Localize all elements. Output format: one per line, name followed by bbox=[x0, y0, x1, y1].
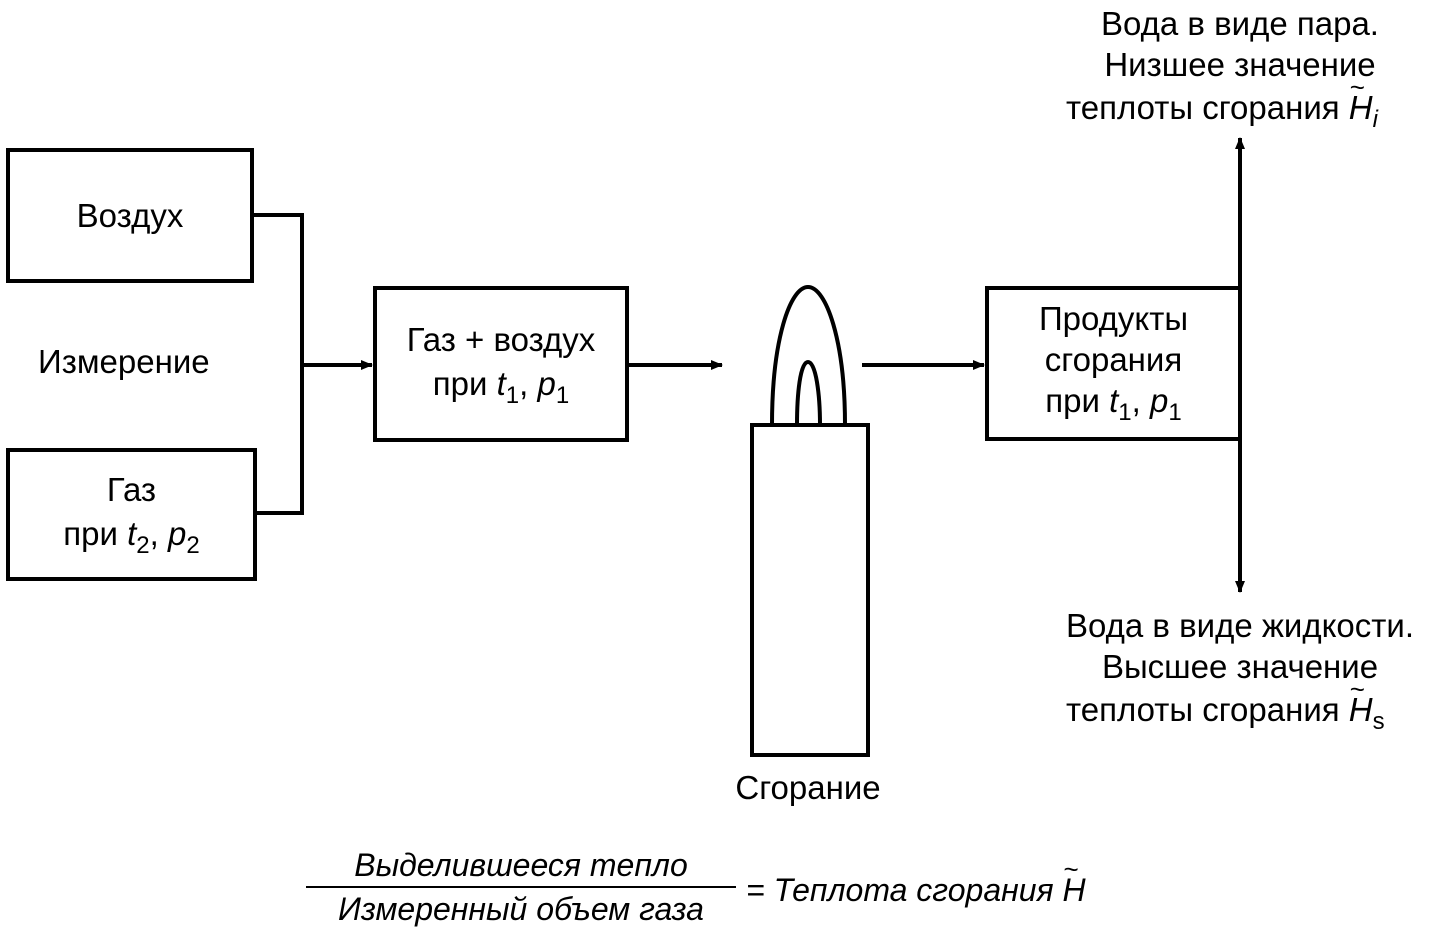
h-symbol: H bbox=[1348, 691, 1373, 728]
liquid-line3-text: теплоты сгорания bbox=[1066, 691, 1340, 728]
burner-body bbox=[750, 423, 870, 757]
comma: , bbox=[1131, 382, 1150, 419]
subscript: 1 bbox=[1168, 399, 1182, 426]
liquid-line2: Высшее значение bbox=[1101, 648, 1379, 685]
tilde-mark: ~ bbox=[1349, 674, 1365, 704]
tilde-mark: ~ bbox=[1063, 854, 1079, 884]
heating-value-symbol: ~H bbox=[1062, 856, 1086, 910]
lower-heating-value-symbol: ~H bbox=[1348, 74, 1373, 128]
formula-numerator: Выделившееся тепло bbox=[306, 846, 736, 888]
liquid-line1: Вода в виде жидкости. bbox=[1066, 607, 1414, 644]
subscript: 1 bbox=[505, 382, 520, 409]
flame-inner bbox=[795, 359, 822, 426]
liquid-line3: теплоты сгорания ~Hs bbox=[1066, 676, 1385, 735]
subscript: 1 bbox=[1118, 399, 1132, 426]
pressure-symbol: p bbox=[167, 515, 187, 552]
comma: , bbox=[519, 365, 538, 402]
tilde-mark: ~ bbox=[1349, 72, 1365, 102]
vapor-line2: Низшее значение bbox=[1104, 46, 1376, 83]
products-label-line1: Продукты bbox=[1038, 300, 1189, 337]
mixture-label: Газ + воздух bbox=[406, 321, 596, 358]
flame-outer bbox=[770, 284, 847, 426]
subscript: 2 bbox=[136, 532, 150, 559]
pressure-symbol: p bbox=[537, 365, 556, 402]
temperature-symbol: t bbox=[127, 515, 137, 552]
h-symbol: H bbox=[1348, 89, 1373, 126]
mix-cond-prefix: при bbox=[432, 365, 497, 402]
air-connector bbox=[252, 213, 304, 515]
measurement-label: Измерение bbox=[38, 343, 210, 380]
vapor-line3-text: теплоты сгорания bbox=[1066, 89, 1340, 126]
combustion-label: Сгорание bbox=[735, 769, 881, 806]
products-conditions: при t1, p1 bbox=[987, 381, 1240, 426]
formula-denominator: Измеренный объем газа bbox=[338, 891, 704, 927]
subscript: i bbox=[1372, 106, 1378, 133]
subscript: 1 bbox=[555, 382, 570, 409]
formula-result: = Теплота сгорания ~H bbox=[746, 856, 1086, 910]
vapor-line3: теплоты сгорания ~Hi bbox=[1066, 74, 1378, 133]
mixture-conditions: при t1, p1 bbox=[375, 364, 627, 409]
products-label-line2: сгорания bbox=[1044, 341, 1183, 378]
formula-fraction: Выделившееся тепло Измеренный объем газа bbox=[306, 846, 736, 928]
higher-heating-value-symbol: ~H bbox=[1348, 676, 1373, 730]
subscript: 2 bbox=[186, 532, 200, 559]
temperature-symbol: t bbox=[1109, 382, 1119, 419]
gas-conditions: при t2, p2 bbox=[8, 514, 255, 559]
subscript: s bbox=[1372, 708, 1385, 735]
air-label: Воздух bbox=[76, 197, 184, 234]
pressure-symbol: p bbox=[1149, 382, 1169, 419]
prod-cond-prefix: при bbox=[1045, 382, 1110, 419]
temperature-symbol: t bbox=[496, 365, 506, 402]
vapor-line1: Вода в виде пара. bbox=[1101, 5, 1379, 42]
comma: , bbox=[149, 515, 168, 552]
gas-label: Газ bbox=[106, 471, 157, 508]
gas-cond-prefix: при bbox=[63, 515, 128, 552]
h-symbol: H bbox=[1062, 872, 1086, 908]
formula-result-text: = Теплота сгорания bbox=[746, 872, 1054, 908]
